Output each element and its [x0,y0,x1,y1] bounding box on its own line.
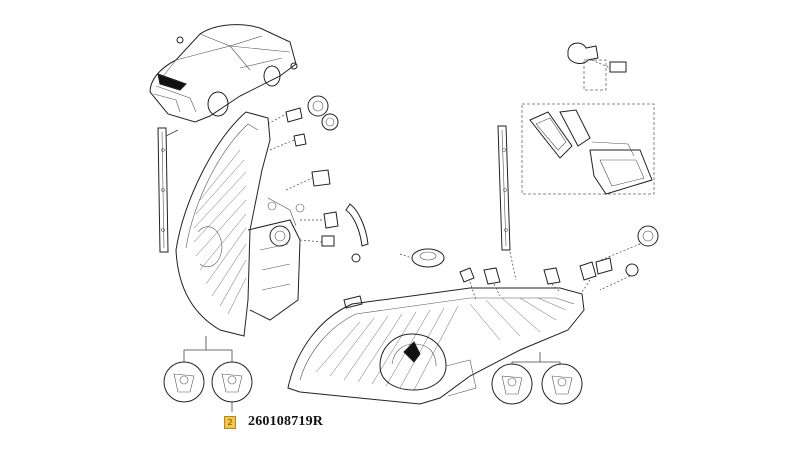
top-bulb [567,42,627,91]
right-bulbs [399,225,659,301]
car-thumbnail [149,24,298,123]
right-bulb-callouts [491,352,583,405]
inset-box [521,103,655,195]
reference-badge[interactable]: 2 [224,415,236,429]
left-bulb-callouts [163,336,253,412]
left-bulbs [267,95,369,263]
part-number[interactable]: 260108719R [248,414,324,429]
left-bracket [157,127,179,253]
right-bracket [497,125,511,251]
right-headlamp [287,287,585,405]
part-reference: 2 260108719R [224,414,323,430]
left-headlamp [175,111,305,337]
